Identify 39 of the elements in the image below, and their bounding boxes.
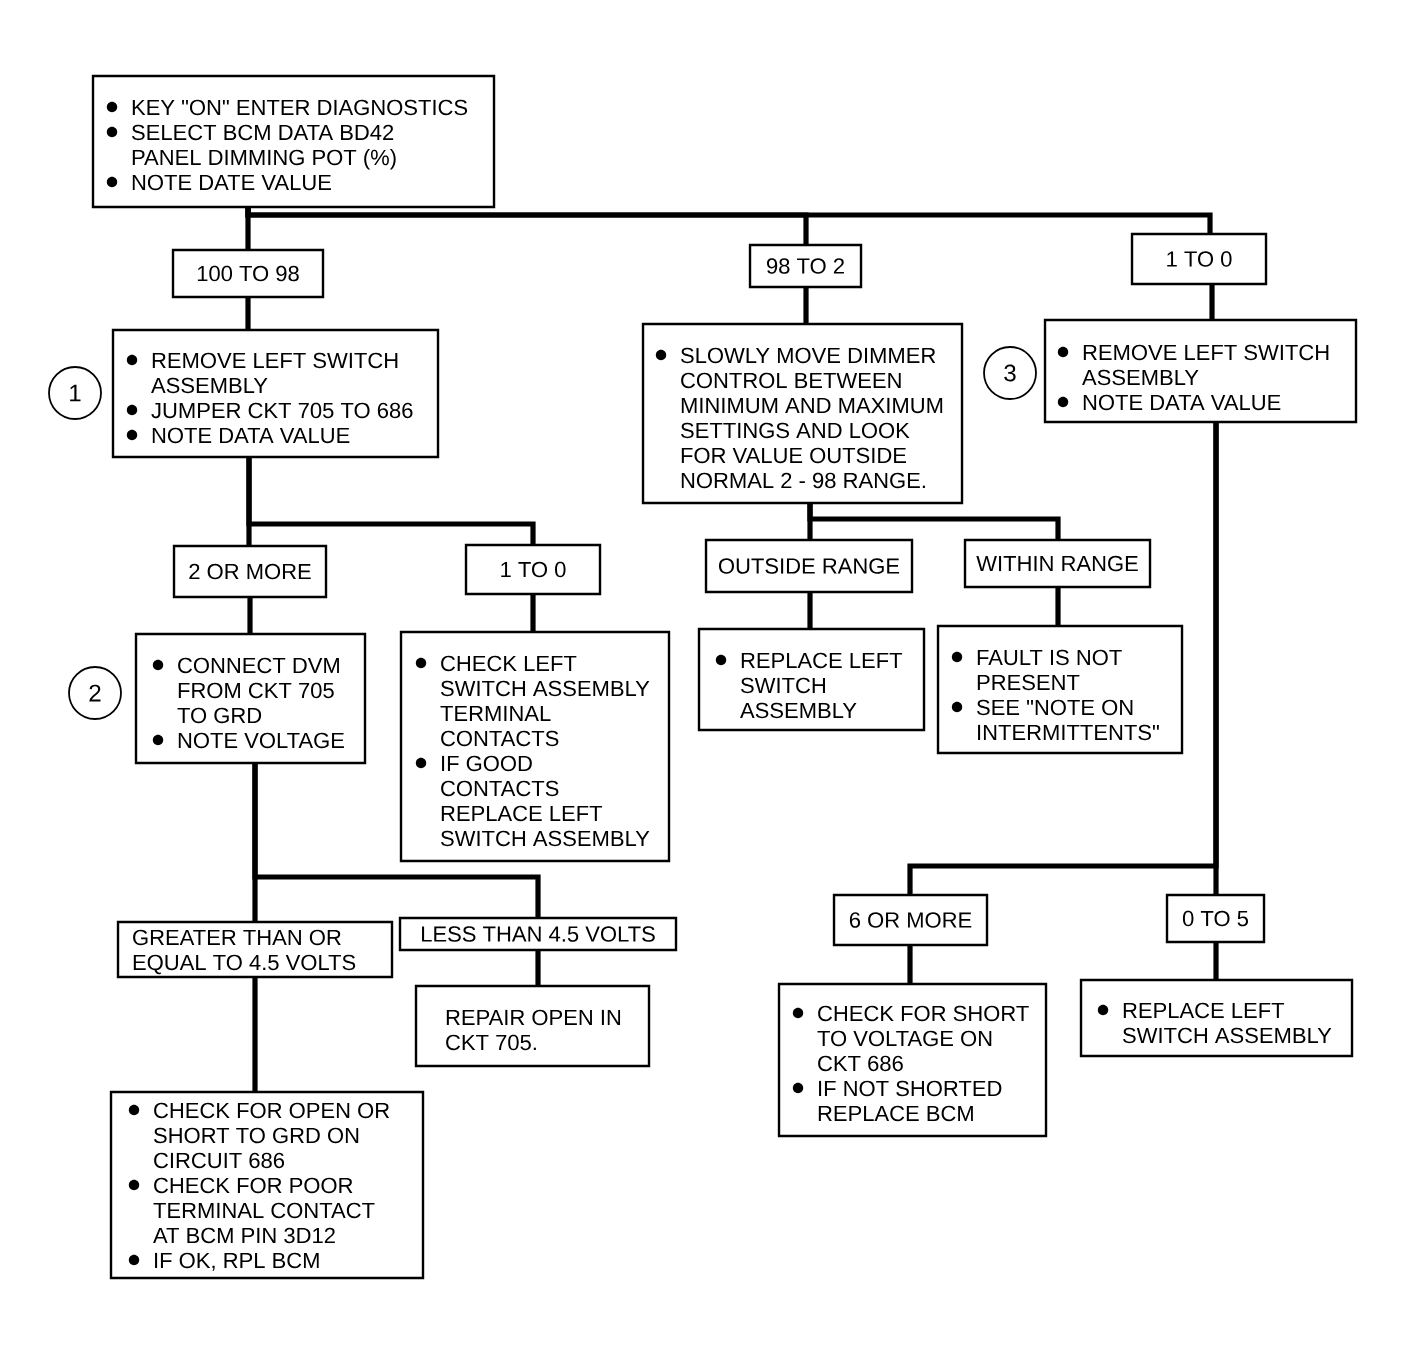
connector-line xyxy=(807,503,1061,540)
label-box: 1 TO 0 xyxy=(1130,232,1268,286)
process-box: GREATER THAN OR EQUAL TO 4.5 VOLTS xyxy=(116,920,394,979)
connector-line xyxy=(535,950,541,986)
connector-line xyxy=(245,297,251,330)
process-box: FAULT IS NOT PRESENT SEE "NOTE ON INTERMITTENTS" xyxy=(936,624,1184,755)
label-box: 2 OR MORE xyxy=(172,544,328,599)
connector-line xyxy=(246,457,536,545)
label-box: WITHIN RANGE xyxy=(963,538,1152,589)
label-box: 6 OR MORE xyxy=(832,893,989,947)
process-box: SLOWLY MOVE DIMMER CONTROL BETWEEN MINIMUM AND MAXIMUM SETTINGS AND LOOK FOR VALUE OUTSIDE NORMAL 2 - 98 RANGE. xyxy=(641,322,964,505)
connector-line xyxy=(907,945,913,984)
label-box: LESS THAN 4.5 VOLTS xyxy=(398,916,678,952)
process-box: CONNECT DVM FROM CKT 705 TO GRD NOTE VOLTAGE xyxy=(134,632,367,765)
connector-line xyxy=(1209,284,1215,320)
process-box: CHECK FOR OPEN OR SHORT TO GRD ON CIRCUIT 686 CHECK FOR POOR TERMINAL CONTACT AT BCM PIN 3D12 IF OK, RPL BCM xyxy=(109,1090,425,1280)
connector-line xyxy=(530,594,536,632)
process-box: REPAIR OPEN IN CKT 705. xyxy=(414,984,651,1068)
process-box: KEY "ON" ENTER DIAGNOSTICS SELECT BCM DATA BD42 PANEL DIMMING POT (%) NOTE DATE VALUE xyxy=(91,74,496,209)
process-box: REPLACE LEFT SWITCH ASSEMBLY xyxy=(1079,978,1354,1058)
connector-line xyxy=(247,597,253,634)
label-box: 1 TO 0 xyxy=(464,543,602,596)
connector-line xyxy=(1213,422,1219,895)
connector-line xyxy=(803,287,809,324)
connector-line xyxy=(252,977,258,1092)
process-box: REPLACE LEFT SWITCH ASSEMBLY xyxy=(697,627,926,732)
connector-line xyxy=(1055,587,1061,626)
label-box: OUTSIDE RANGE xyxy=(704,538,914,594)
process-box: REMOVE LEFT SWITCH ASSEMBLY NOTE DATA VALUE xyxy=(1043,318,1358,424)
label-box: 98 TO 2 xyxy=(748,243,863,289)
label-box: 0 TO 5 xyxy=(1165,893,1266,944)
process-box: CHECK FOR SHORT TO VOLTAGE ON CKT 686 IF NOT SHORTED REPLACE BCM xyxy=(777,982,1048,1138)
connector-line xyxy=(807,592,813,629)
connector-line xyxy=(252,763,541,918)
connector-line xyxy=(245,206,1213,234)
process-box: REMOVE LEFT SWITCH ASSEMBLY JUMPER CKT 705 TO 686 NOTE DATA VALUE xyxy=(111,328,440,459)
connector-line xyxy=(1213,942,1219,980)
process-box: CHECK LEFT SWITCH ASSEMBLY TERMINAL CONTACTS IF GOOD CONTACTS REPLACE LEFT SWITCH ASSEMBLY xyxy=(399,630,671,863)
label-box: 100 TO 98 xyxy=(171,248,325,299)
